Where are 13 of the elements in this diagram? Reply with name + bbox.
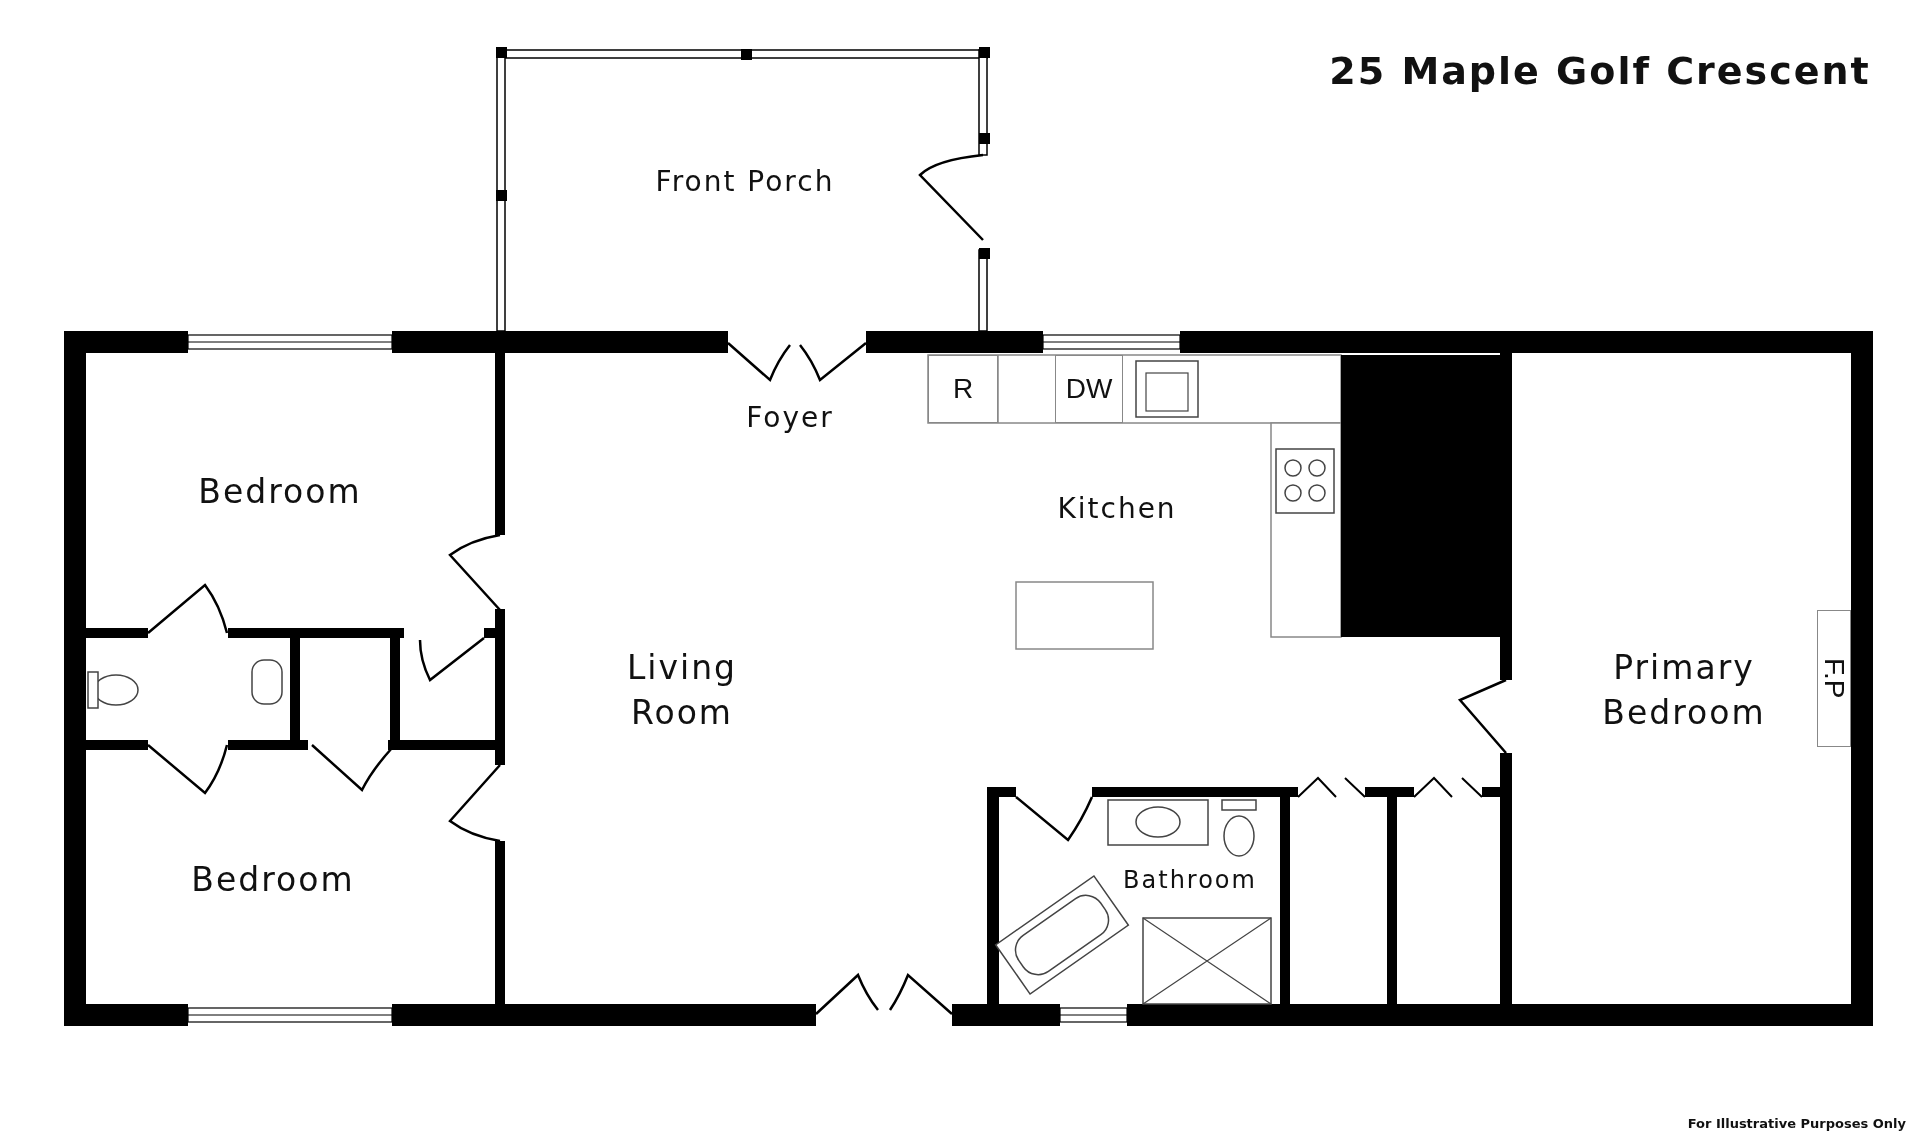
appliance-label: R (928, 355, 998, 423)
room-label: Primary Bedroom (1574, 646, 1794, 736)
room-label: Foyer (730, 399, 850, 437)
appliance-label: DW (1055, 355, 1123, 423)
room-label: Living Room (592, 646, 772, 736)
room-label: Bedroom (180, 469, 380, 515)
room-label: Kitchen (1037, 490, 1197, 528)
room-label: Bedroom (173, 857, 373, 903)
room-label: Bathroom (1110, 863, 1270, 897)
disclaimer-note: For Illustrative Purposes Only (1687, 1116, 1906, 1131)
room-label: Front Porch (625, 163, 865, 201)
fireplace-label: F.P (1817, 610, 1851, 747)
title: 25 Maple Golf Crescent (1329, 49, 1871, 93)
